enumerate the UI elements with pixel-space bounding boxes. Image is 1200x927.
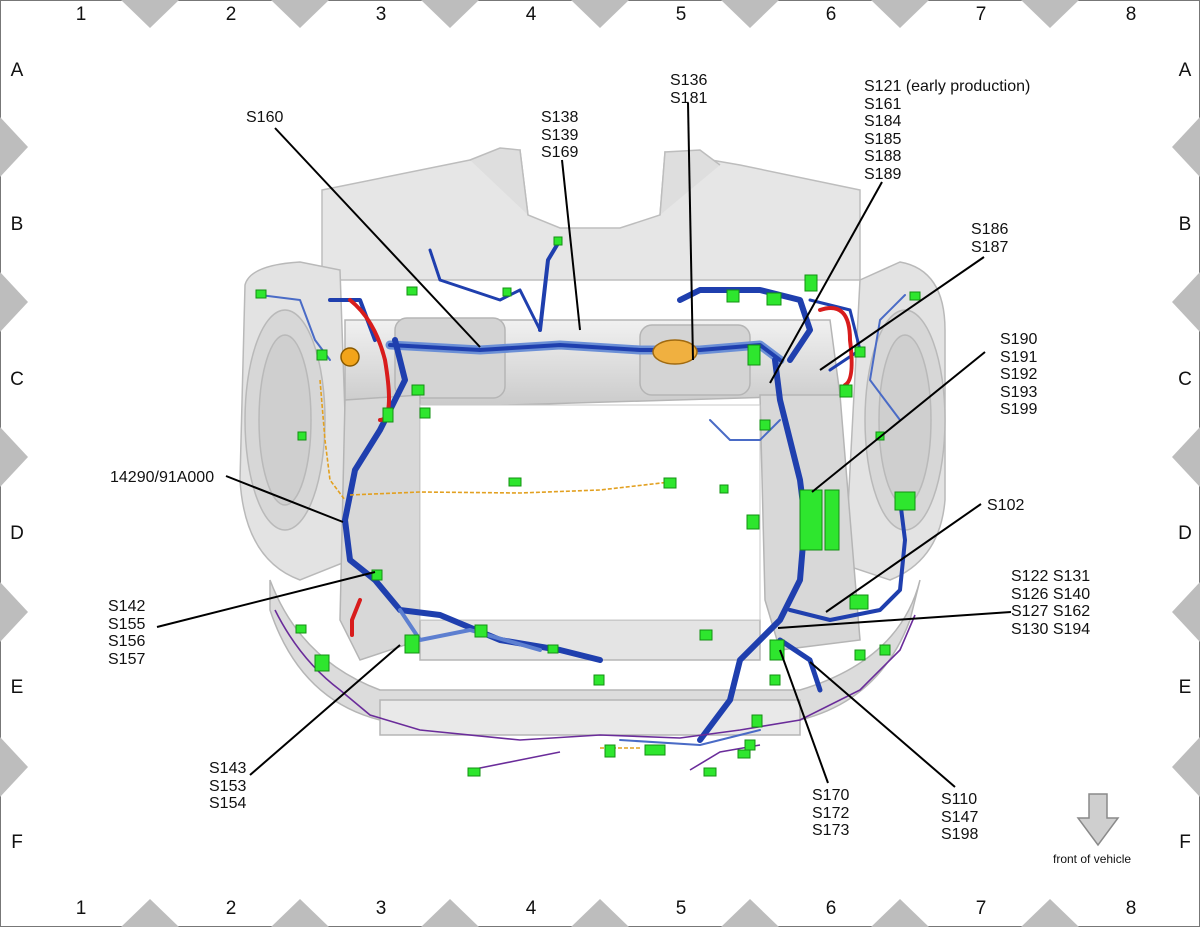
grid-col-2-top: 2 [225,4,237,25]
grid-row-d-right: D [1178,523,1192,544]
callout-s186-s187: S186 S187 [971,221,1009,256]
grid-col-1-bottom: 1 [75,898,87,919]
grid-row-e-right: E [1178,677,1192,698]
leader-s122 [777,611,1012,629]
orange-sensors [340,339,698,367]
grid-row-f-left: F [11,832,23,853]
grid-row-b-right: B [1178,214,1192,235]
center-opening [419,404,761,621]
grid-col-2-bottom: 2 [225,898,237,919]
callout-s143-group: S143 S153 S154 [209,760,247,812]
callout-s170-group: S170 S172 S173 [812,787,850,839]
bulkhead [321,147,861,281]
leader-s170 [779,649,829,784]
left-wheel-house [239,261,351,581]
grid-row-c-left: C [10,369,24,390]
grid-col-8-top: 8 [1125,4,1137,25]
grid-col-4-top: 4 [525,4,537,25]
grid-col-4-bottom: 4 [525,898,537,919]
callout-s142-group: S142 S155 S156 S157 [108,598,146,668]
leader-s138 [561,159,581,331]
leader-lines [156,102,1012,788]
callout-14290-91a000: 14290/91A000 [110,469,215,486]
grid-row-a-right: A [1178,60,1192,81]
upper-cross-member [344,317,841,411]
leader-s160 [274,127,481,348]
callout-s110-group: S110 S147 S198 [941,791,979,843]
grid-col-5-top: 5 [675,4,687,25]
grid-row-e-left: E [10,677,24,698]
grid-row-c-right: C [1178,369,1192,390]
callout-s138-s139-s169: S138 S139 S169 [541,109,579,161]
grid-col-1-top: 1 [75,4,87,25]
connectors [255,236,921,777]
callout-s190-group: S190 S191 S192 S193 S199 [1000,331,1038,418]
grid-row-f-right: F [1179,832,1191,853]
grid-col-3-bottom: 3 [375,898,387,919]
leader-s102 [825,503,982,613]
callout-s121-group: S121 (early production) S161 S184 S185 S… [864,78,1031,183]
grid-col-6-top: 6 [825,4,837,25]
leader-s142 [156,571,376,628]
leader-s190 [811,351,986,493]
grid-col-7-top: 7 [975,4,987,25]
leader-14290 [225,475,344,523]
callout-s136-s181: S136 S181 [670,72,708,107]
grid-col-7-bottom: 7 [975,898,987,919]
grid-col-8-bottom: 8 [1125,898,1137,919]
grid-col-3-top: 3 [375,4,387,25]
front-of-vehicle-label: front of vehicle [1053,852,1132,866]
grid-row-d-left: D [10,523,24,544]
leader-s186 [819,256,985,371]
leader-s110 [809,661,956,788]
callout-s102: S102 [987,497,1025,514]
front-arrow-icon [1076,793,1120,847]
grid-row-a-left: A [10,60,24,81]
leader-s143 [249,644,401,776]
leader-s121 [769,181,883,384]
callout-s122-group: S122 S131 S126 S140 S127 S162 S130 S194 [1011,568,1091,638]
lower-support [269,579,921,736]
leader-s136 [687,102,694,361]
grid-col-5-bottom: 5 [675,898,687,919]
callout-s160: S160 [246,109,284,126]
grid-col-6-bottom: 6 [825,898,837,919]
right-wheel-house [844,261,946,581]
grid-row-b-left: B [10,214,24,235]
